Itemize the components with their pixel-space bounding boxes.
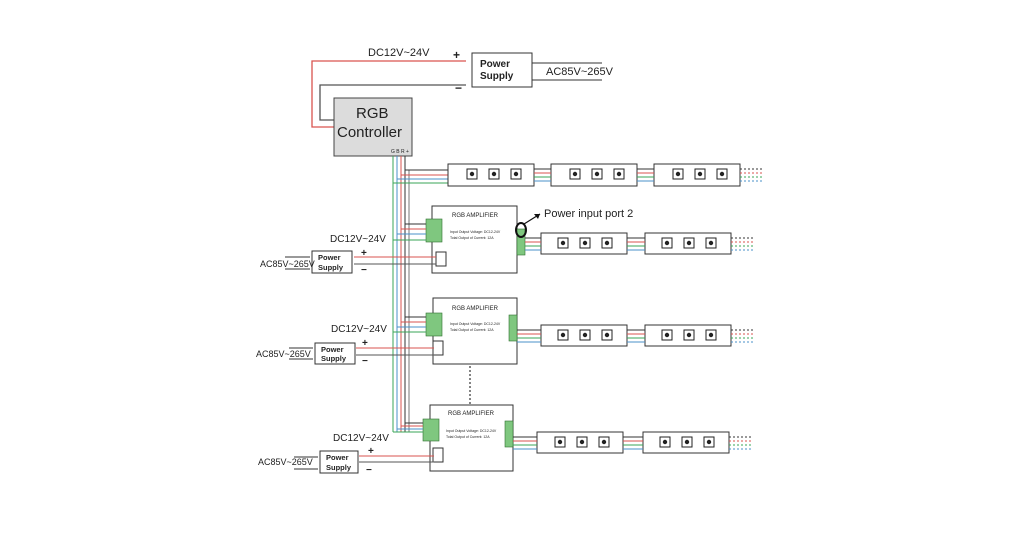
top-psu-line1: Power: [480, 59, 510, 70]
top-psu-line2: Supply: [480, 71, 514, 82]
amplifier-2-ac-label: AC85V~265V: [256, 349, 311, 359]
amplifier-2-dc-label: DC12V~24V: [331, 324, 387, 335]
amplifier-2-section: RGB AMPLIFIER Input Output Voltage: DC12…: [256, 297, 754, 367]
amplifier-2-spec2: Total Output of Current: 12A: [450, 328, 494, 332]
amplifier-1-title: RGB AMPLIFIER: [452, 213, 499, 219]
amplifier-1-ac-label: AC85V~265V: [260, 259, 315, 269]
amplifier-3-ac-label: AC85V~265V: [258, 457, 313, 467]
top-power-wiring: [311, 60, 602, 128]
amplifier-1-section: RGB AMPLIFIER Input Output Voltage: DC12…: [260, 205, 754, 276]
amplifier-2-psu-line1: Power: [321, 345, 344, 354]
controller-line1: RGB: [356, 105, 389, 122]
controller-line2: Controller: [337, 124, 402, 141]
power-input-port-callout: Power input port 2: [544, 208, 633, 220]
controller-pin-labels: G B R +: [391, 149, 409, 155]
amplifier-3-section: RGB AMPLIFIER Input Output Voltage: DC12…: [258, 404, 752, 476]
amplifier-3-plus: +: [368, 446, 374, 457]
top-plus-sign: +: [453, 48, 460, 62]
amplifier-1-spec1: Input Output Voltage: DC12-24V: [450, 230, 501, 234]
amplifier-3-dc-label: DC12V~24V: [333, 433, 389, 444]
amplifier-2-minus: −: [362, 356, 368, 367]
controller-signal-bus: [392, 156, 471, 432]
amplifier-1-psu-line1: Power: [318, 253, 341, 262]
amplifier-3-psu-line1: Power: [326, 453, 349, 462]
amplifier-2-psu-line2: Supply: [321, 354, 347, 363]
amplifier-3-title: RGB AMPLIFIER: [448, 411, 495, 417]
rgb-controller: RGB Controller G B R +: [333, 97, 413, 157]
top-power-supply: Power Supply: [471, 52, 533, 88]
amplifier-2-title: RGB AMPLIFIER: [452, 306, 499, 312]
amplifier-3-minus: −: [366, 465, 372, 476]
top-minus-sign: −: [455, 81, 462, 95]
amplifier-1-spec2: Total Output of Current: 12A: [450, 236, 494, 240]
amplifier-3-psu-line2: Supply: [326, 463, 352, 472]
amplifier-1-psu-line2: Supply: [318, 263, 344, 272]
amplifier-2-spec1: Input Output Voltage: DC12-24V: [450, 322, 501, 326]
amplifier-3-spec1: Input Output Voltage: DC12-24V: [446, 429, 497, 433]
top-ac-label: AC85V~265V: [546, 66, 614, 78]
top-led-strip-row: [447, 163, 762, 187]
top-dc-label: DC12V~24V: [368, 47, 430, 59]
amplifier-1-dc-label: DC12V~24V: [330, 234, 386, 245]
amplifier-1-plus: +: [361, 248, 367, 259]
amplifier-2-plus: +: [362, 338, 368, 349]
amplifier-3-spec2: Total Output of Current: 12A: [446, 435, 490, 439]
amplifier-1-minus: −: [361, 265, 367, 276]
